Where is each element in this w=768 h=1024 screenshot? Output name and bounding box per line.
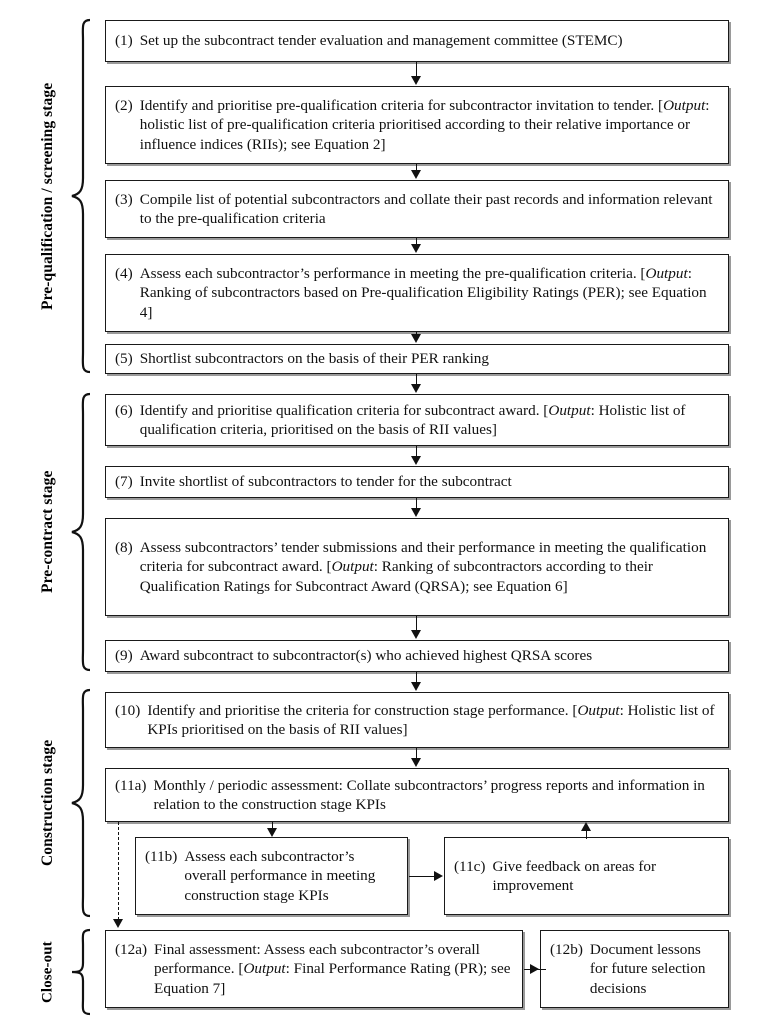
process-box-11c-text: Give feedback on areas for improvement [492, 857, 657, 894]
process-box-12a-number: (12a) [115, 940, 148, 958]
process-box-5[interactable]: (5) Shortlist subcontractors on the basi… [105, 344, 729, 374]
process-box-4[interactable]: (4) Assess each subcontractor’s performa… [105, 254, 729, 332]
process-box-1-number: (1) [115, 32, 133, 50]
process-box-10[interactable]: (10) Identify and prioritise the criteri… [105, 692, 729, 748]
stage-brace-close-out [70, 928, 92, 1016]
stage-brace-pre-contract [70, 392, 92, 672]
process-box-8-text: Assess subcontractors’ tender submission… [139, 538, 707, 595]
process-box-7-number: (7) [115, 473, 133, 491]
process-box-9[interactable]: (9) Award subcontract to subcontractor(s… [105, 640, 729, 672]
process-box-9-number: (9) [115, 647, 133, 665]
stage-pre-qualification: Pre-qualification / screening stage [0, 18, 96, 374]
stage-construction: Construction stage [0, 688, 96, 918]
process-box-1-text: Set up the subcontract tender evaluation… [139, 32, 623, 50]
process-box-5-text: Shortlist subcontractors on the basis of… [139, 350, 489, 368]
process-box-3-number: (3) [115, 190, 133, 208]
stage-close-out: Close-out [0, 928, 96, 1016]
process-box-2[interactable]: (2) Identify and prioritise pre-qualific… [105, 86, 729, 164]
process-box-10-number: (10) [115, 701, 141, 719]
stage-brace-construction [70, 688, 92, 918]
process-box-2-text: Identify and prioritise pre-qualificatio… [139, 96, 710, 153]
process-box-7[interactable]: (7) Invite shortlist of subcontractors t… [105, 466, 729, 498]
process-box-4-text: Assess each subcontractor’s performance … [139, 264, 707, 321]
process-box-6-text: Identify and prioritise qualification cr… [139, 401, 686, 438]
process-box-8-number: (8) [115, 538, 133, 556]
process-box-3[interactable]: (3) Compile list of potential subcontrac… [105, 180, 729, 238]
process-box-9-text: Award subcontract to subcontractor(s) wh… [139, 647, 593, 665]
process-box-11a-number: (11a) [115, 776, 147, 794]
process-box-12b-text: Document lessons for future selection de… [589, 940, 706, 997]
process-box-12a-text: Final assessment: Assess each subcontrac… [154, 940, 511, 997]
process-box-7-text: Invite shortlist of subcontractors to te… [139, 473, 512, 491]
stage-pre-contract: Pre-contract stage [0, 392, 96, 672]
process-box-10-text: Identify and prioritise the criteria for… [147, 701, 715, 738]
process-box-12b[interactable]: (12b) Document lessons for future select… [540, 930, 729, 1008]
process-box-11b-text: Assess each subcontractor’s overall perf… [184, 847, 376, 904]
process-box-11c[interactable]: (11c) Give feedback on areas for improve… [444, 837, 729, 915]
process-box-11c-number: (11c) [454, 857, 486, 875]
process-box-4-number: (4) [115, 264, 133, 282]
process-box-6[interactable]: (6) Identify and prioritise qualificatio… [105, 394, 729, 446]
process-box-11a-text: Monthly / periodic assessment: Collate s… [153, 776, 705, 813]
process-box-2-number: (2) [115, 96, 133, 114]
stage-brace-pre-qualification [70, 18, 92, 374]
process-box-5-number: (5) [115, 350, 133, 368]
process-box-6-number: (6) [115, 401, 133, 419]
process-box-1[interactable]: (1) Set up the subcontract tender evalua… [105, 20, 729, 62]
process-box-12b-number: (12b) [550, 940, 583, 958]
process-box-3-text: Compile list of potential subcontractors… [139, 190, 713, 227]
process-box-11b[interactable]: (11b) Assess each subcontractor’s overal… [135, 837, 408, 915]
process-box-11a[interactable]: (11a) Monthly / periodic assessment: Col… [105, 768, 729, 822]
process-box-11b-number: (11b) [145, 847, 178, 865]
process-box-12a[interactable]: (12a) Final assessment: Assess each subc… [105, 930, 523, 1008]
process-box-8[interactable]: (8) Assess subcontractors’ tender submis… [105, 518, 729, 616]
